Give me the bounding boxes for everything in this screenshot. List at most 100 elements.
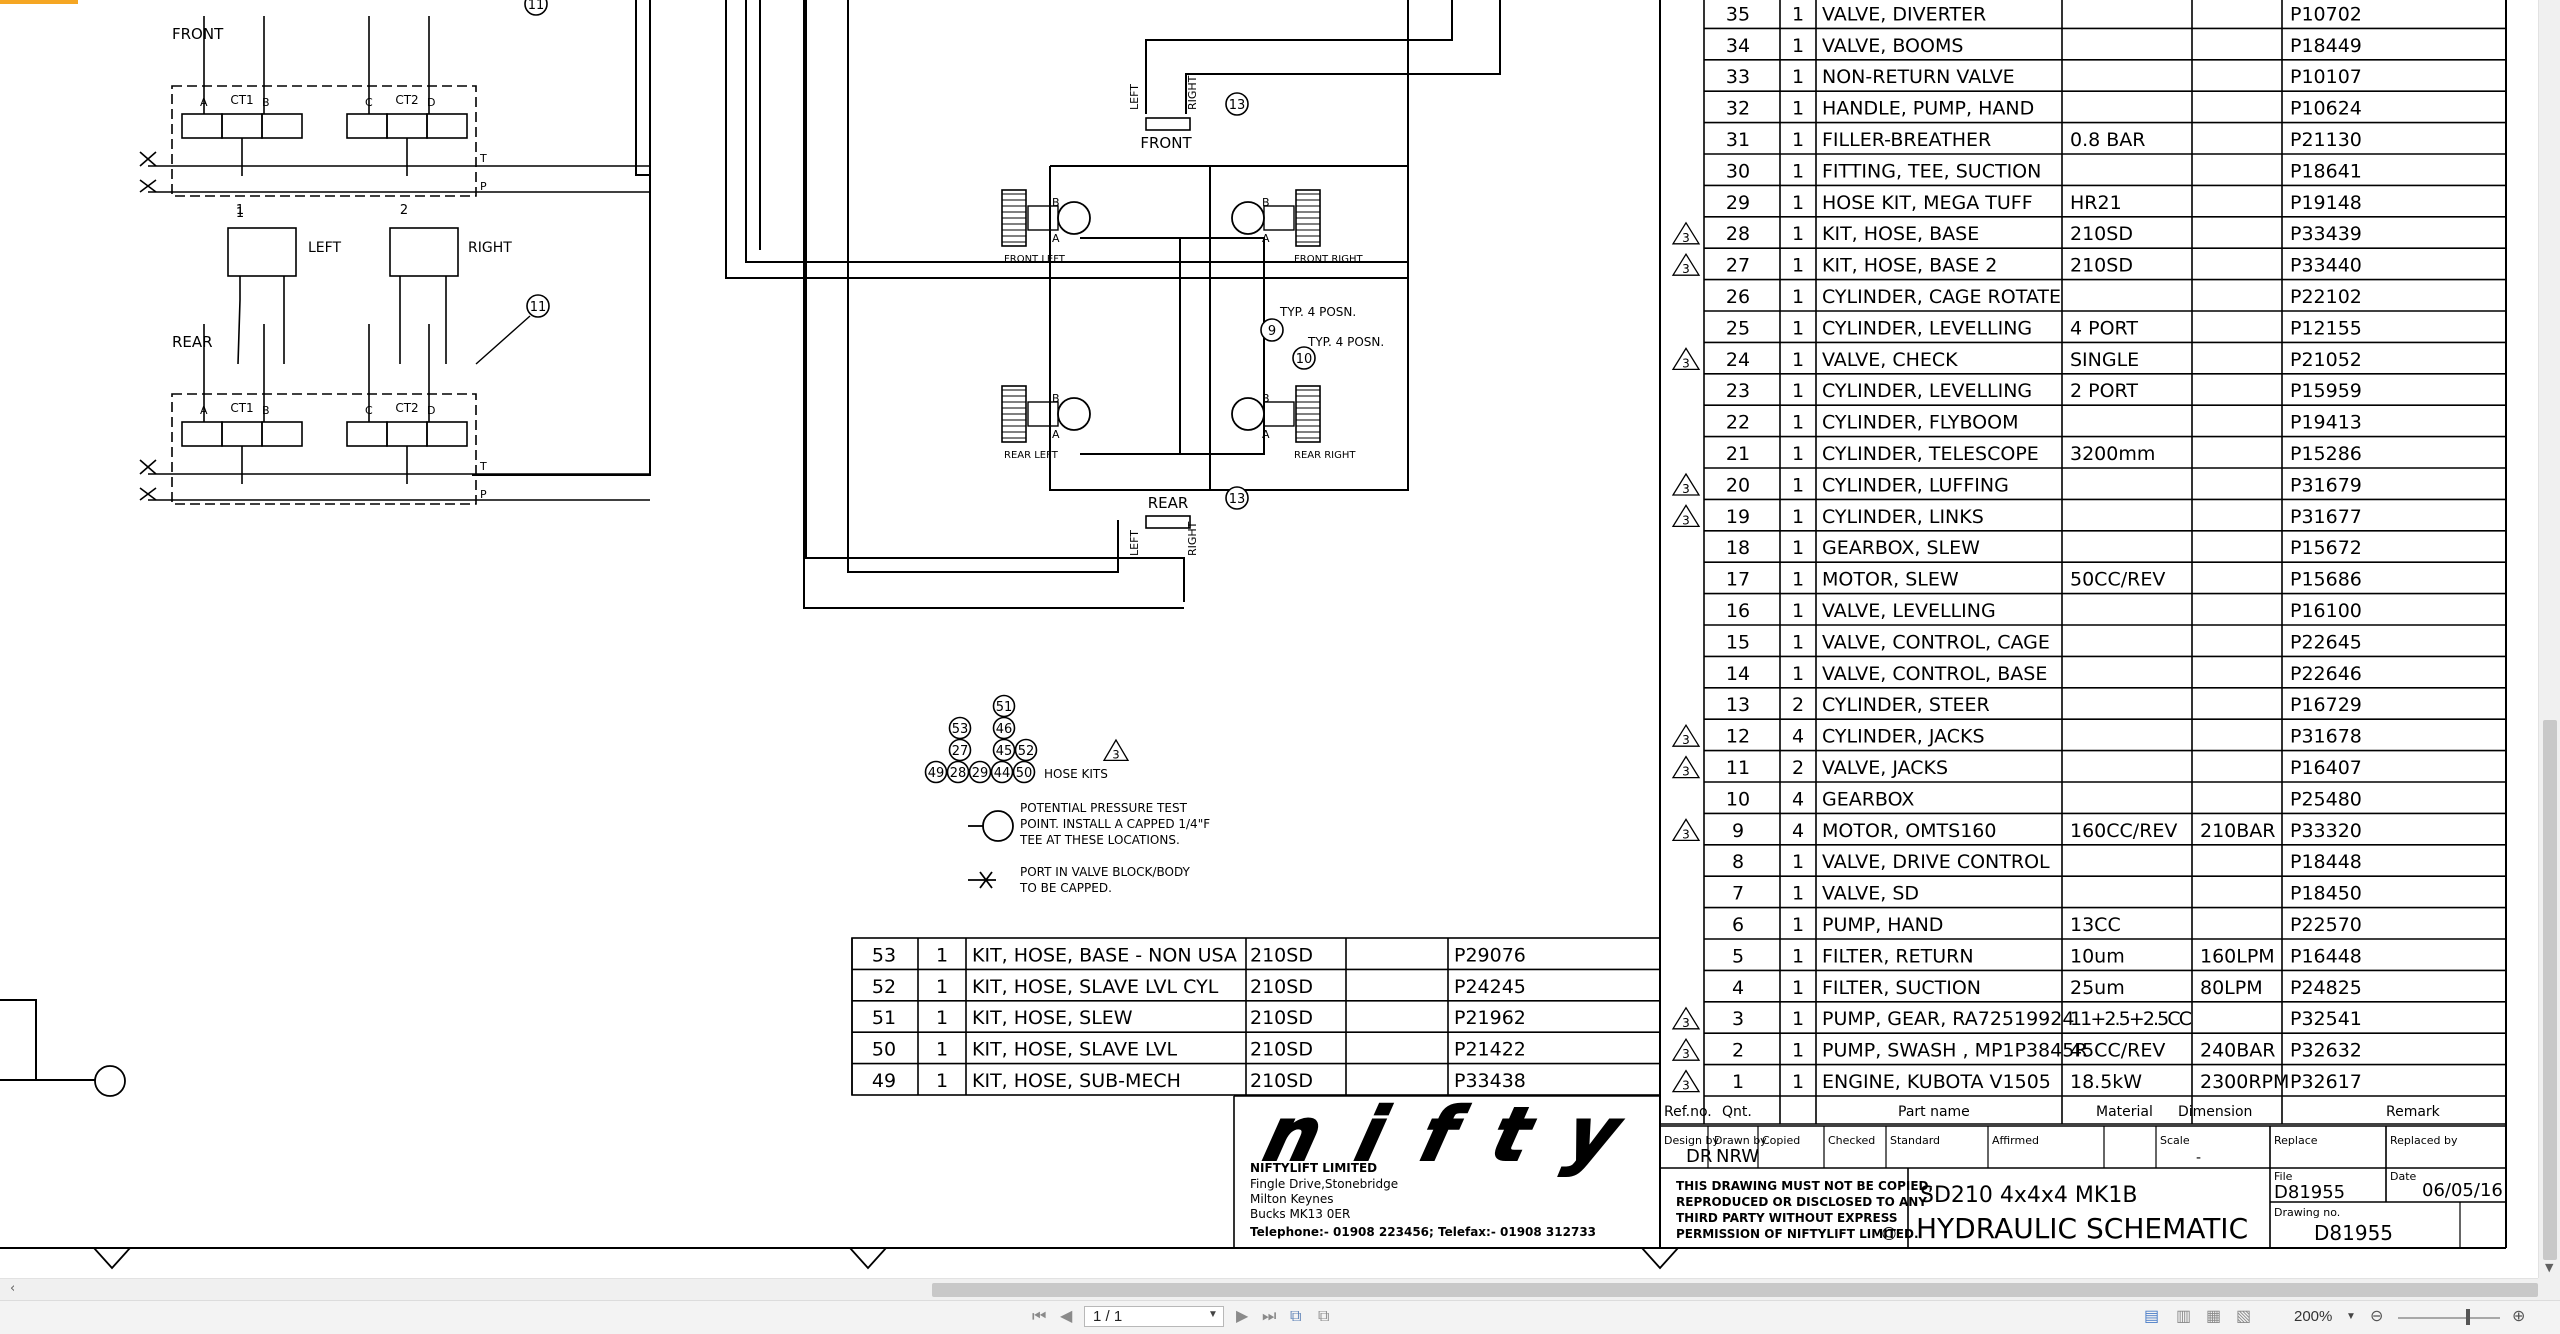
bom-cell-name: CYLINDER, LEVELLING bbox=[1822, 317, 2032, 339]
component-outline bbox=[427, 114, 467, 138]
bom-header-qty: Qnt. bbox=[1722, 1104, 1752, 1120]
item-balloon-number: 10 bbox=[1296, 352, 1313, 367]
bom-cell-ref: 15 bbox=[1726, 631, 1750, 653]
item-balloon-number: 11 bbox=[530, 300, 547, 315]
bom-cell-qty: 1 bbox=[1792, 600, 1804, 622]
last-page-icon[interactable]: ⏭ bbox=[1262, 1308, 1276, 1326]
bom-cell-dim: 80LPM bbox=[2200, 977, 2263, 999]
hose-kit-cell-name: KIT, HOSE, BASE - NON USA bbox=[972, 944, 1237, 966]
bom-cell-name: CYLINDER, JACKS bbox=[1822, 726, 1985, 748]
drawing-date: 06/05/16 bbox=[2422, 1180, 2503, 1201]
wheel-label: FRONT LEFT bbox=[1004, 254, 1066, 265]
hose-kit-cell-name: KIT, HOSE, SLAVE LVL bbox=[972, 1039, 1178, 1061]
item-balloon-number: 13 bbox=[1229, 492, 1246, 507]
bom-cell-name: VALVE, DRIVE CONTROL bbox=[1822, 851, 2050, 873]
valve-section-label: CT2 bbox=[395, 93, 418, 107]
bom-header-mat: Material bbox=[2096, 1104, 2153, 1120]
item-balloon-number: 53 bbox=[952, 722, 969, 737]
fit-page-icon[interactable]: ⧉ bbox=[1318, 1308, 1329, 1326]
horizontal-scroll-thumb[interactable] bbox=[932, 1283, 2538, 1297]
zoom-dropdown-icon[interactable]: ▼ bbox=[2346, 1311, 2356, 1322]
legend-text: POINT. INSTALL A CAPPED 1/4"F bbox=[1020, 817, 1210, 831]
first-page-icon[interactable]: ⏮ bbox=[1032, 1308, 1046, 1326]
page-dropdown-icon[interactable]: ▼ bbox=[1208, 1309, 1218, 1320]
bom-cell-qty: 1 bbox=[1792, 35, 1804, 57]
bom-cell-dim: 2300RPM bbox=[2200, 1071, 2289, 1093]
bom-cell-part: P22102 bbox=[2290, 286, 2362, 308]
revision-number: 3 bbox=[1682, 765, 1690, 779]
bom-cell-ref: 23 bbox=[1726, 380, 1750, 402]
bom-cell-name: VALVE, BOOMS bbox=[1822, 35, 1963, 57]
vertical-scrollbar[interactable]: ▼ bbox=[2538, 0, 2560, 1278]
component-outline bbox=[347, 422, 387, 446]
bom-cell-mat: 10um bbox=[2070, 945, 2125, 967]
cover-icon[interactable]: ▧ bbox=[2236, 1308, 2251, 1326]
horizontal-scrollbar[interactable]: ‹ bbox=[0, 1278, 2538, 1301]
bom-cell-ref: 24 bbox=[1726, 349, 1750, 371]
steer-port-label: LEFT bbox=[1128, 530, 1141, 556]
single-page-icon[interactable]: ▤ bbox=[2144, 1308, 2159, 1326]
frame-centring-mark bbox=[1642, 1248, 1678, 1268]
disclaimer-text: REPRODUCED OR DISCLOSED TO ANY bbox=[1676, 1195, 1927, 1209]
bom-cell-part: P22570 bbox=[2290, 914, 2362, 936]
bom-cell-mat: HR21 bbox=[2070, 192, 2122, 214]
port-label: D bbox=[427, 404, 435, 417]
scroll-down-icon[interactable]: ▼ bbox=[2545, 1261, 2553, 1274]
zoom-out-icon[interactable]: ⊖ bbox=[2370, 1308, 2383, 1326]
bom-cell-name: KIT, HOSE, BASE bbox=[1822, 223, 1979, 245]
bom-cell-qty: 1 bbox=[1792, 1008, 1804, 1030]
wheel-motor-icon bbox=[1232, 202, 1264, 234]
page-number-input[interactable] bbox=[1084, 1306, 1224, 1327]
bom-cell-name: FILTER, SUCTION bbox=[1822, 977, 1981, 999]
zoom-level[interactable]: 200% bbox=[2294, 1308, 2332, 1325]
scroll-left-icon[interactable]: ‹ bbox=[10, 1281, 15, 1296]
port-label: T bbox=[479, 152, 487, 165]
hose-kit-cell-part: P21422 bbox=[1454, 1039, 1526, 1061]
item-balloon-number: 49 bbox=[928, 766, 945, 781]
facing-icon[interactable]: ▦ bbox=[2206, 1308, 2221, 1326]
fit-width-icon[interactable]: ⧉ bbox=[1290, 1308, 1301, 1326]
bom-cell-qty: 1 bbox=[1792, 160, 1804, 182]
bom-cell-name: MOTOR, SLEW bbox=[1822, 569, 1959, 591]
bom-cell-qty: 4 bbox=[1792, 788, 1804, 810]
bom-cell-ref: 13 bbox=[1726, 694, 1750, 716]
bom-cell-qty: 1 bbox=[1792, 883, 1804, 905]
hose-kit-cell-ref: 52 bbox=[872, 976, 896, 998]
item-balloon-number: 28 bbox=[950, 766, 967, 781]
bom-cell-part: P21052 bbox=[2290, 349, 2362, 371]
bom-cell-qty: 4 bbox=[1792, 726, 1804, 748]
bom-cell-name: ENGINE, KUBOTA V1505 bbox=[1822, 1071, 2051, 1093]
bom-cell-mat: SINGLE bbox=[2070, 349, 2139, 371]
hose-kit-cell-mat: 210SD bbox=[1250, 1039, 1313, 1061]
prev-page-icon[interactable]: ◀ bbox=[1060, 1308, 1072, 1326]
zoom-slider-thumb[interactable] bbox=[2466, 1309, 2470, 1325]
bom-cell-ref: 30 bbox=[1726, 160, 1750, 182]
wheel-motor-icon bbox=[1232, 398, 1264, 430]
bom-cell-dim: 210BAR bbox=[2200, 820, 2276, 842]
bom-cell-mat: 160CC/REV bbox=[2070, 820, 2177, 842]
next-page-icon[interactable]: ▶ bbox=[1236, 1308, 1248, 1326]
bom-cell-ref: 6 bbox=[1732, 914, 1744, 936]
bom-cell-part: P21130 bbox=[2290, 129, 2362, 151]
bom-cell-dim: 240BAR bbox=[2200, 1040, 2276, 1062]
legend-text: TEE AT THESE LOCATIONS. bbox=[1019, 833, 1180, 847]
field-label: Replace bbox=[2274, 1134, 2318, 1147]
bom-cell-qty: 1 bbox=[1792, 129, 1804, 151]
vertical-scroll-thumb[interactable] bbox=[2543, 720, 2557, 1260]
bom-cell-ref: 29 bbox=[1726, 192, 1750, 214]
zoom-slider[interactable] bbox=[2398, 1317, 2500, 1319]
designer: DR bbox=[1686, 1146, 1712, 1167]
zoom-in-icon[interactable]: ⊕ bbox=[2512, 1308, 2525, 1326]
field-label: Drawing no. bbox=[2274, 1206, 2340, 1219]
continuous-icon[interactable]: ▥ bbox=[2176, 1308, 2191, 1326]
bom-cell-ref: 12 bbox=[1726, 726, 1750, 748]
